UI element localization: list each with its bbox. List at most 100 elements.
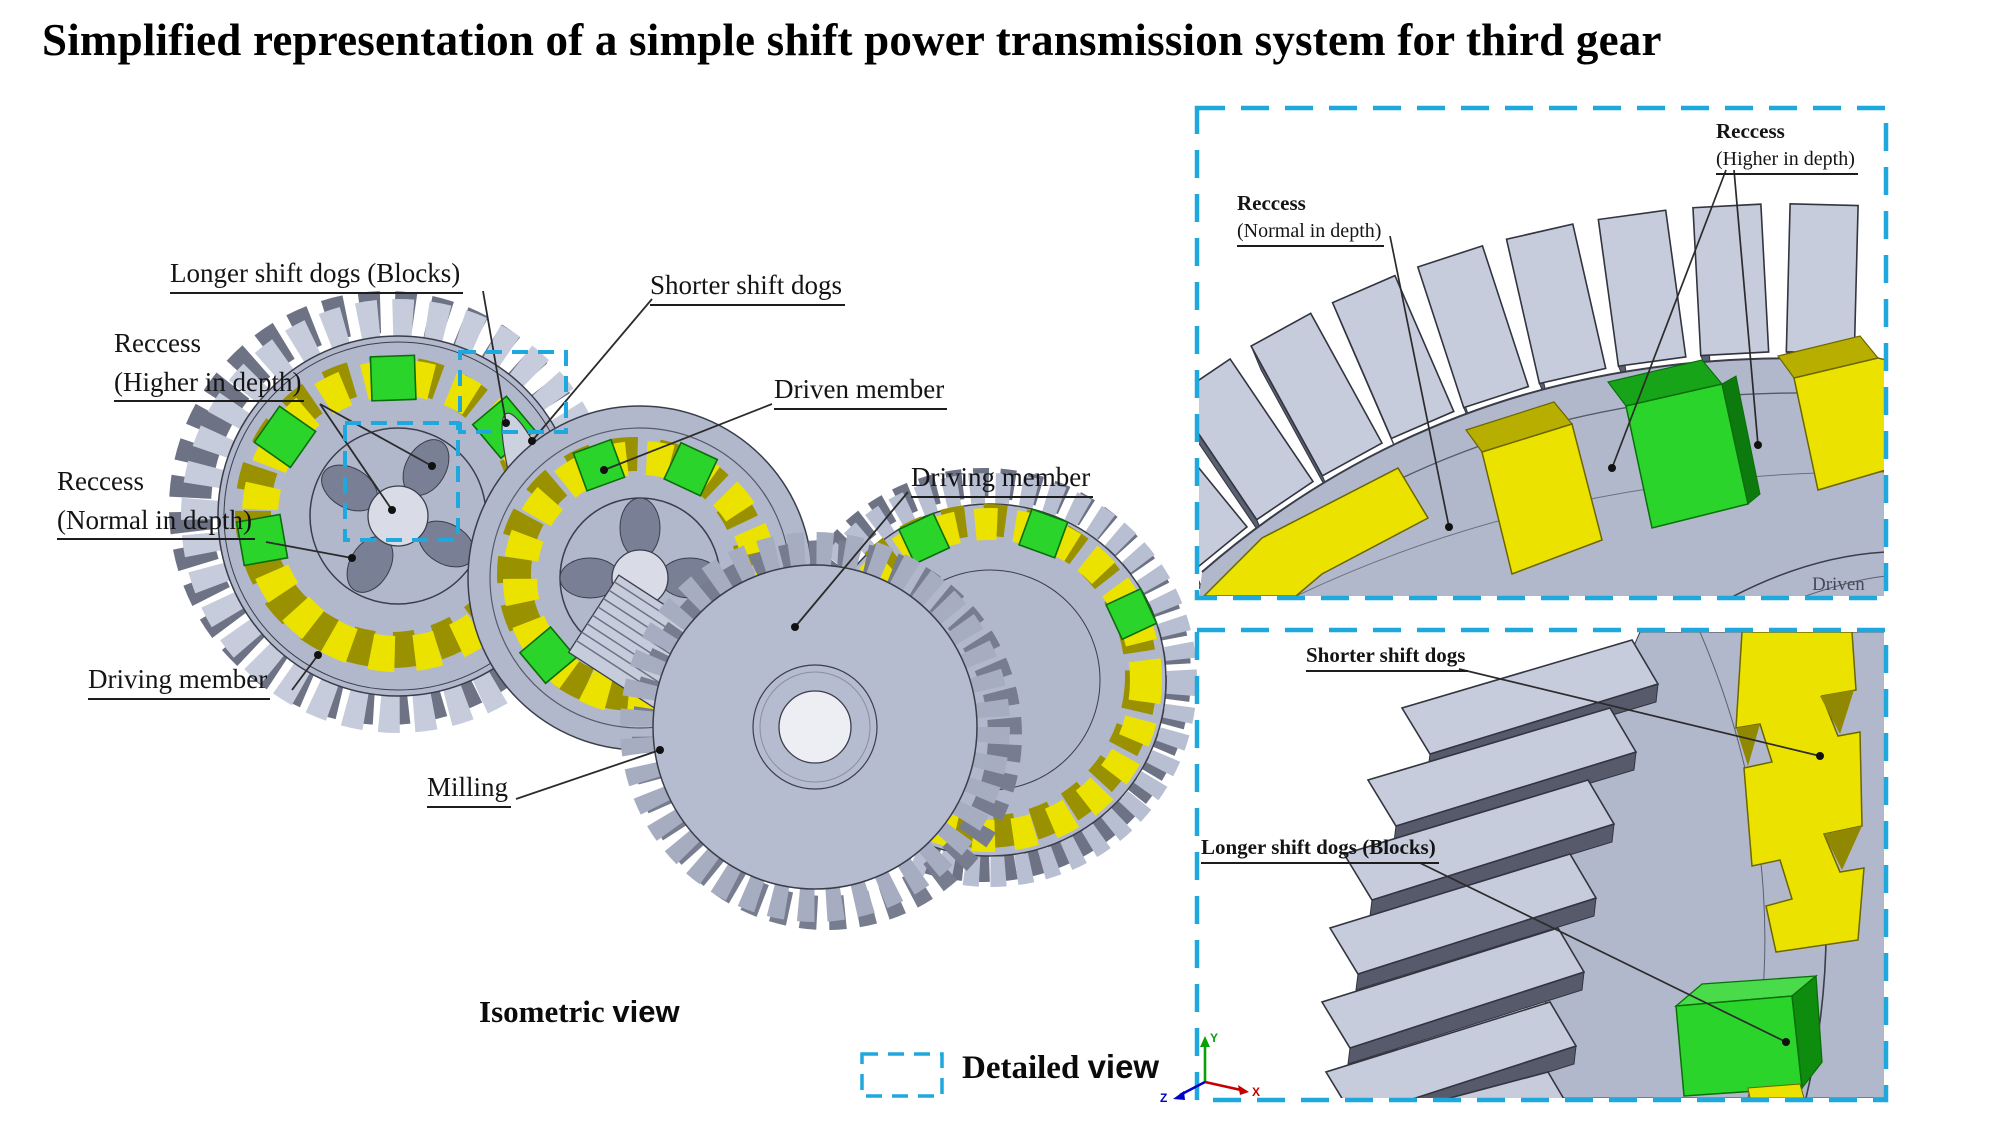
- detail-marker-box-left: [343, 421, 460, 542]
- detail-view-top: [1199, 169, 1884, 596]
- groove-inner: [759, 671, 871, 783]
- label-recess-higher: Reccess (Higher in depth): [114, 326, 305, 403]
- label-text: Longer shift dogs (Blocks): [170, 256, 464, 294]
- green-shift-dog: [369, 354, 417, 402]
- leader-shorter-dogs: [531, 298, 653, 442]
- leader-recess-higher-b: [1733, 169, 1759, 446]
- label-text: Reccess: [57, 466, 144, 496]
- label-text: Shorter shift dogs: [650, 268, 845, 306]
- y-axis-label: Y: [1210, 1031, 1218, 1045]
- caption-text: view: [612, 994, 680, 1029]
- label-driven-member: Driven member: [774, 372, 948, 410]
- x-axis: [1204, 1080, 1242, 1092]
- leader-dot: [388, 506, 396, 514]
- yellow-notch-shade: [1736, 724, 1760, 766]
- tooth-top-face: [1692, 203, 1770, 357]
- leader-driving-left: [291, 654, 319, 691]
- green-shift-dog: [897, 512, 951, 565]
- teeth-ring-shadow: [632, 540, 1022, 930]
- yellow-dog-block: [1793, 357, 1884, 491]
- leader-driven: [603, 403, 773, 471]
- tooth-top-face: [1597, 209, 1687, 368]
- shaft: [367, 485, 429, 547]
- tooth-top-face: [1320, 927, 1586, 1049]
- label-shorter-shift-dogs: Shorter shift dogs: [650, 268, 845, 306]
- tooth-top-face: [1328, 853, 1598, 975]
- detail-top-teeth: [1199, 202, 1859, 595]
- right-driving-gear: [620, 532, 1022, 930]
- label-text: Reccess: [114, 328, 201, 358]
- label-text: Driving member: [911, 460, 1094, 498]
- label-driving-member-right: Driving member: [911, 460, 1094, 498]
- label-text: Driven member: [774, 372, 948, 410]
- leader-dot: [600, 466, 608, 474]
- tooth-top-face: [1366, 707, 1638, 827]
- yellow-dog-band: [1202, 467, 1430, 596]
- label-text: Driving member: [88, 662, 271, 700]
- green-shift-dog: [518, 625, 578, 685]
- leader-dot: [791, 623, 799, 631]
- label-text: Milling: [427, 770, 512, 808]
- green-shift-dog: [235, 513, 289, 567]
- leader-dot: [1608, 464, 1616, 472]
- leader-dot: [1816, 752, 1824, 760]
- leader-recess-normal-top-detail: [1389, 235, 1450, 528]
- leader-longer-dogs-detail: [1419, 862, 1787, 1043]
- z-arrowhead-icon: [1173, 1091, 1185, 1100]
- leader-longer-dogs: [482, 290, 507, 424]
- green-shift-dog: [572, 438, 626, 492]
- groove: [752, 664, 878, 790]
- caption-text: Isometric: [479, 994, 605, 1029]
- tooth-top-face: [1505, 223, 1607, 385]
- leader-dot: [656, 746, 664, 754]
- tooth-top-face: [1342, 779, 1616, 901]
- green-shift-dog: [663, 441, 719, 497]
- tooth-gap-strip: [1374, 1116, 1574, 1125]
- coordinate-triad-icon: Y X Z: [1160, 1031, 1260, 1105]
- leader-shorter-dogs-detail: [1458, 668, 1821, 757]
- tooth-top-face: [1199, 466, 1249, 568]
- bore-hole: [778, 690, 852, 764]
- yellow-notch-shade: [1820, 690, 1854, 734]
- detail-top-bore-arc2: [1804, 575, 1884, 596]
- green-shift-dog: [1017, 508, 1069, 559]
- main-view-annotations: [265, 290, 909, 800]
- detailed-view-caption: Detailed view: [962, 1048, 1159, 1087]
- yellow-dog-block: [1481, 423, 1603, 576]
- label-text: (Normal in depth): [57, 503, 255, 541]
- detail-bottom-teeth: [1320, 639, 1660, 1125]
- leader-milling: [515, 749, 661, 800]
- x-axis-label: X: [1252, 1085, 1260, 1099]
- tooth-top-face: [1446, 1071, 1565, 1098]
- detail-top-dashed-border: [1194, 105, 1889, 601]
- x-arrowhead-icon: [1238, 1085, 1249, 1095]
- label-text: (Higher in depth): [114, 365, 305, 403]
- tooth-top-face: [1400, 639, 1660, 755]
- tooth-top-face: [1785, 202, 1859, 355]
- hub-window: [619, 497, 661, 559]
- leader-dot: [528, 437, 536, 445]
- caption-text: view: [1087, 1048, 1160, 1085]
- detail-view-bottom: [1320, 632, 1884, 1125]
- leader-dot: [314, 651, 322, 659]
- leader-dot: [502, 419, 510, 427]
- caption-text: Detailed: [962, 1050, 1080, 1086]
- tooth-top-face: [1250, 312, 1384, 477]
- green-shift-dog: [1105, 587, 1158, 641]
- tooth-top-face: [1416, 244, 1530, 409]
- teeth-ring: [620, 532, 1010, 922]
- gear-assembly-isometric: [169, 291, 1197, 930]
- leader-recess-normal: [265, 541, 353, 559]
- green-dog-block: [1625, 383, 1749, 529]
- leader-recess-higher-a: [1611, 169, 1727, 469]
- detail-top-bore-arc: [1732, 551, 1884, 596]
- detail-bottom-dashed-border: [1194, 627, 1889, 1103]
- isometric-view-caption: Isometric view: [479, 994, 680, 1030]
- leader-dot: [348, 554, 356, 562]
- leader-driving-right: [794, 491, 909, 628]
- yellow-dog-bottom-sliver: [1747, 1083, 1805, 1098]
- detailed-view-dashed-swatch-icon: [860, 1052, 944, 1098]
- figure-title: Simplified representation of a simple sh…: [42, 15, 1662, 65]
